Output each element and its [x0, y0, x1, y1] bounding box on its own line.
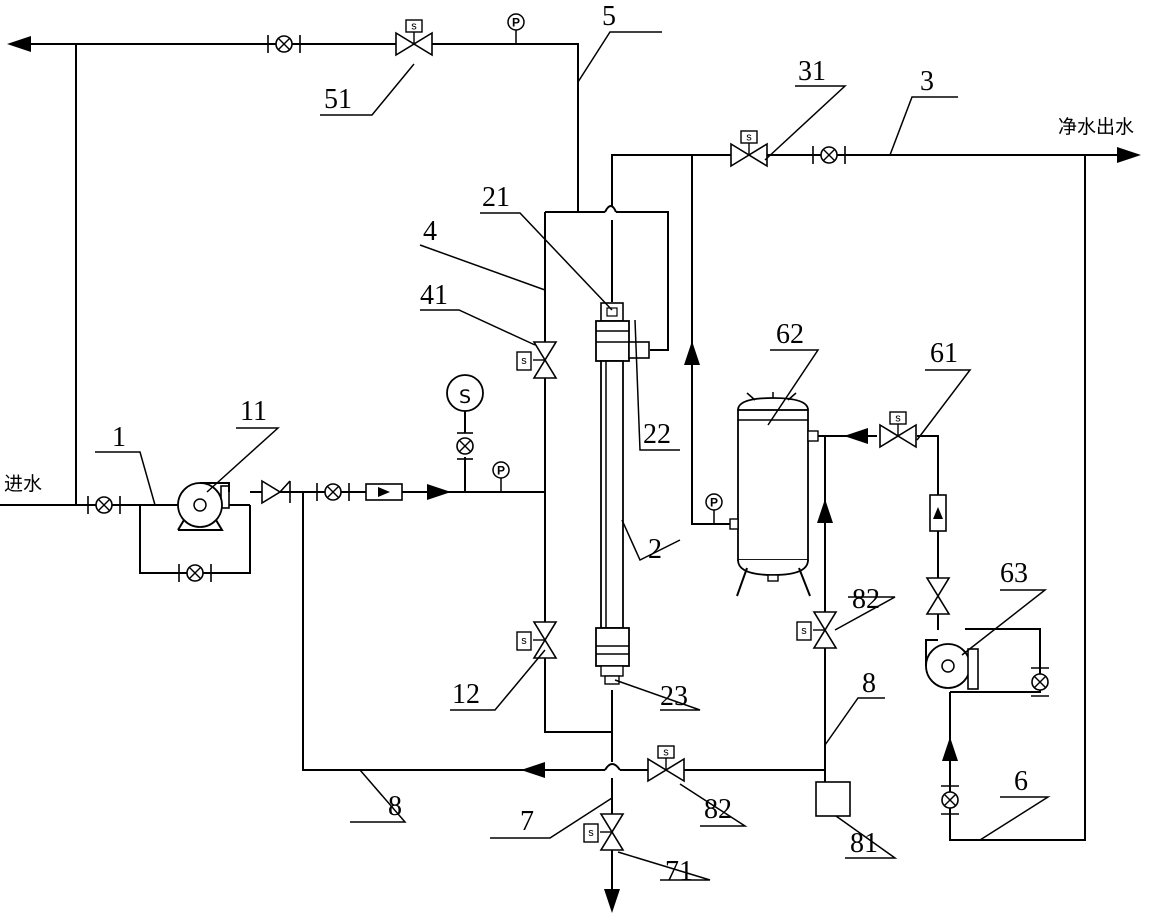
pressure-gauge [492, 461, 510, 493]
flow-meter [929, 494, 947, 532]
label-81: 81 [850, 828, 878, 859]
inlet-arrow-tank [844, 428, 868, 444]
label-4: 4 [423, 216, 437, 247]
flow-arrow-left [521, 762, 545, 778]
flow-meter [365, 483, 403, 501]
flow-arrow [427, 484, 451, 500]
check-valve[interactable] [261, 479, 291, 505]
solenoid-valve-61[interactable] [880, 412, 916, 447]
label-12: 12 [452, 679, 480, 710]
label-7: 7 [520, 806, 534, 837]
label-31: 31 [798, 56, 826, 87]
pipework [0, 43, 1120, 900]
label-3: 3 [920, 66, 934, 97]
drain-arrow [7, 36, 31, 52]
pipe-crossovers [604, 205, 621, 771]
label-82b: 82 [704, 794, 732, 825]
solenoid-valve-12[interactable] [516, 621, 557, 659]
solenoid-valve-82-h[interactable] [648, 746, 684, 781]
bypass-valve[interactable] [1031, 667, 1049, 697]
flow-arrow-up [817, 499, 833, 523]
feed-pump-63 [925, 639, 979, 690]
label-61: 61 [930, 338, 958, 369]
label-82a: 82 [852, 584, 880, 615]
flow-arrow-up [942, 737, 958, 761]
manual-valve[interactable] [316, 482, 350, 502]
pressure-tank [729, 392, 819, 597]
solenoid-valve-31[interactable] [731, 131, 767, 166]
solenoid-valve-71[interactable] [583, 813, 624, 851]
label-2: 2 [648, 534, 662, 565]
inlet-label: 进水 [4, 473, 42, 495]
label-5: 5 [602, 1, 616, 32]
inlet-valve[interactable] [87, 495, 121, 515]
s-gauge-letter: S [459, 386, 471, 408]
manual-valve[interactable] [812, 145, 846, 165]
solenoid-valve-82[interactable] [796, 611, 837, 649]
s-gauge: S [446, 374, 484, 492]
label-8b: 8 [388, 791, 402, 822]
tank-81 [815, 781, 851, 817]
bypass-valve[interactable] [178, 563, 212, 583]
pressure-gauge [507, 13, 525, 45]
pressure-gauge [705, 493, 723, 525]
manual-valve[interactable] [267, 34, 301, 54]
outlet-label: 净水出水 [1058, 116, 1134, 138]
flow-arrow-up [684, 341, 700, 365]
label-11: 11 [240, 396, 267, 427]
outlet-arrow [1117, 147, 1141, 163]
leader-lines [95, 31, 1051, 881]
label-41: 41 [420, 280, 448, 311]
label-1: 1 [112, 422, 126, 453]
label-63: 63 [1000, 558, 1028, 589]
label-22: 22 [643, 419, 671, 450]
label-71: 71 [665, 856, 693, 887]
manual-valve[interactable] [941, 785, 959, 815]
label-51: 51 [324, 84, 352, 115]
solenoid-valve-41[interactable] [516, 341, 557, 379]
drain-arrow-down [604, 889, 620, 913]
label-8a: 8 [862, 668, 876, 699]
label-62: 62 [776, 319, 804, 350]
label-21: 21 [482, 182, 510, 213]
membrane-module [595, 302, 650, 685]
label-6: 6 [1014, 766, 1028, 797]
check-valve[interactable] [925, 577, 951, 615]
label-23: 23 [660, 681, 688, 712]
solenoid-valve-51[interactable] [396, 20, 432, 55]
feed-pump [177, 482, 230, 531]
